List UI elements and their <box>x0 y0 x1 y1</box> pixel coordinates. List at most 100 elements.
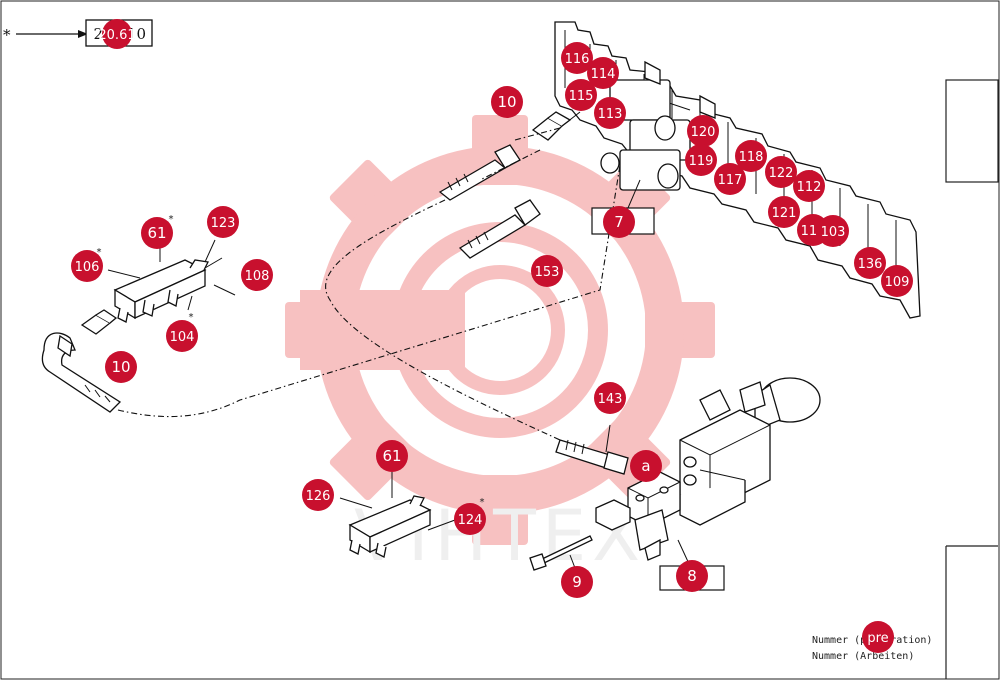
callout-label: 109 <box>885 275 910 290</box>
callout-label: 153 <box>535 265 560 280</box>
valve-group-upper <box>600 60 716 191</box>
callout-143[interactable]: 143 <box>594 382 626 414</box>
callout-label: 143 <box>598 392 623 407</box>
callout-109[interactable]: 109 <box>881 265 913 297</box>
callout-103[interactable]: 103 <box>817 215 849 247</box>
hose-153 <box>458 199 541 259</box>
callout-label: 103 <box>821 225 846 240</box>
manifold-lower <box>339 472 456 558</box>
fitting-10-lower <box>80 309 118 335</box>
callout-136[interactable]: 136 <box>854 247 886 279</box>
callout-label: 112 <box>797 180 822 195</box>
callout-label: 108 <box>245 269 270 284</box>
callout-106[interactable]: 106 <box>71 250 103 282</box>
callout-circle <box>105 351 137 383</box>
callout-circle <box>881 265 913 297</box>
fitting-10-upper <box>531 111 581 141</box>
reference-marker[interactable]: 20.61 <box>98 19 136 49</box>
tube-route-a <box>325 199 561 441</box>
callout-circle <box>302 479 334 511</box>
callout-119[interactable]: 119 <box>685 144 717 176</box>
callout-circle <box>765 156 797 188</box>
callout-117[interactable]: 117 <box>714 163 746 195</box>
callout-116[interactable]: 116 <box>561 42 593 74</box>
callout-a[interactable]: a <box>630 450 662 482</box>
valve-block-8 <box>627 471 681 561</box>
callout-104[interactable]: 104 <box>166 320 198 352</box>
callout-circle <box>676 560 708 592</box>
callout-10b[interactable]: 10 <box>105 351 137 383</box>
callout-label: 115 <box>569 89 594 104</box>
callout-circle <box>714 163 746 195</box>
elbow-hose-left <box>41 332 122 413</box>
callout-113[interactable]: 113 <box>594 97 626 129</box>
note-asterisk-61: * <box>168 214 174 225</box>
callout-circle <box>854 247 886 279</box>
callout-label: 122 <box>769 166 794 181</box>
callout-label: 113 <box>598 107 623 122</box>
callout-circle <box>685 144 717 176</box>
callout-112[interactable]: 112 <box>793 170 825 202</box>
note-asterisk-104: * <box>188 312 194 323</box>
callout-61b[interactable]: 61 <box>376 440 408 472</box>
callout-label: 9 <box>572 573 582 591</box>
callout-9[interactable]: 9 <box>561 566 593 598</box>
callout-circle <box>561 42 593 74</box>
callout-circle <box>594 97 626 129</box>
callout-7[interactable]: 7 <box>603 206 635 238</box>
right-tab-upper <box>945 79 999 183</box>
callout-circle <box>630 450 662 482</box>
callout-circle <box>454 503 486 535</box>
tube-route-b <box>117 164 621 418</box>
bolt-9 <box>529 535 593 571</box>
legend-line-arbeiten: Nummer (Arbeiten) <box>812 651 914 662</box>
callout-label: 118 <box>739 150 764 165</box>
callout-153[interactable]: 153 <box>531 255 563 287</box>
right-tab-lower <box>945 545 998 679</box>
callout-label: pre <box>867 631 888 646</box>
callout-circle <box>565 79 597 111</box>
callout-circle <box>241 259 273 291</box>
callout-label: 126 <box>306 489 331 504</box>
callout-pre[interactable]: pre <box>862 621 894 653</box>
callout-122[interactable]: 122 <box>765 156 797 188</box>
leader-108 <box>213 284 236 296</box>
callout-circle <box>376 440 408 472</box>
callout-label: 124 <box>458 513 483 528</box>
valve-block-main <box>679 377 821 526</box>
callout-label: 136 <box>858 257 883 272</box>
callout-label: 119 <box>689 154 714 169</box>
reference-arrow-head <box>78 30 88 38</box>
callout-121[interactable]: 121 <box>768 196 800 228</box>
callout-circle <box>603 206 635 238</box>
callout-label: 61 <box>382 447 401 465</box>
callout-8[interactable]: 8 <box>676 560 708 592</box>
callout-label: 117 <box>718 173 743 188</box>
callout-114[interactable]: 114 <box>587 57 619 89</box>
callout-label: 8 <box>687 567 697 585</box>
callout-120[interactable]: 120 <box>687 115 719 147</box>
callout-circle <box>594 382 626 414</box>
callout-circle <box>687 115 719 147</box>
callout-label: 121 <box>772 206 797 221</box>
callout-118[interactable]: 118 <box>735 140 767 172</box>
hose-assembly-upper <box>438 144 521 201</box>
callout-123[interactable]: 123 <box>207 206 239 238</box>
svg-text:20.61: 20.61 <box>98 28 135 43</box>
callout-124[interactable]: 124 <box>454 503 486 535</box>
callout-115[interactable]: 115 <box>565 79 597 111</box>
callout-61a[interactable]: 61 <box>141 217 173 249</box>
callout-108[interactable]: 108 <box>241 259 273 291</box>
callout-circle <box>735 140 767 172</box>
callout-126[interactable]: 126 <box>302 479 334 511</box>
callout-label: 61 <box>147 224 166 242</box>
callout-circle <box>862 621 894 653</box>
callout-circle <box>141 217 173 249</box>
callout-circle <box>71 250 103 282</box>
callout-circle <box>768 196 800 228</box>
callout-10a[interactable]: 10 <box>491 86 523 118</box>
callout-label: 116 <box>565 52 590 67</box>
callout-circle <box>491 86 523 118</box>
